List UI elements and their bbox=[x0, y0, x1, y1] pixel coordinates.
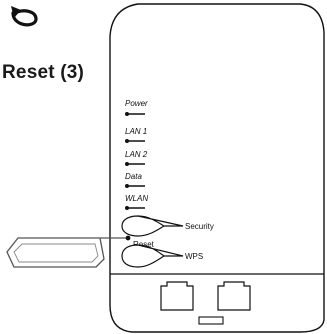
reset-pinhole[interactable]: Reset bbox=[125, 235, 155, 249]
device-body bbox=[109, 3, 325, 333]
security-button-label: Security bbox=[185, 222, 214, 231]
paperclip-pin-icon bbox=[6, 237, 126, 268]
led-indicator-data: Data bbox=[125, 172, 145, 188]
undo-arrow-icon[interactable] bbox=[11, 6, 38, 27]
led-indicator-wlan: WLAN bbox=[125, 194, 148, 210]
lan-port-2 bbox=[217, 281, 251, 311]
led-label-lan2: LAN 2 bbox=[125, 150, 148, 159]
wps-button[interactable]: WPS bbox=[121, 244, 203, 268]
led-indicator-power: Power bbox=[125, 99, 148, 116]
led-label-data: Data bbox=[125, 172, 142, 181]
led-indicator-lan2: LAN 2 bbox=[125, 150, 148, 166]
reset-pinhole-label: Reset bbox=[133, 240, 155, 249]
led-indicator-lan1: LAN 1 bbox=[125, 127, 147, 143]
lan-port-1 bbox=[160, 281, 194, 311]
step-title: Reset (3) bbox=[2, 62, 85, 83]
led-label-lan1: LAN 1 bbox=[125, 127, 147, 136]
security-button[interactable]: Security bbox=[121, 215, 214, 237]
led-label-power: Power bbox=[125, 99, 148, 108]
led-label-wlan: WLAN bbox=[125, 194, 148, 203]
wps-button-label: WPS bbox=[185, 252, 203, 261]
device-bottom-slot bbox=[198, 316, 224, 325]
